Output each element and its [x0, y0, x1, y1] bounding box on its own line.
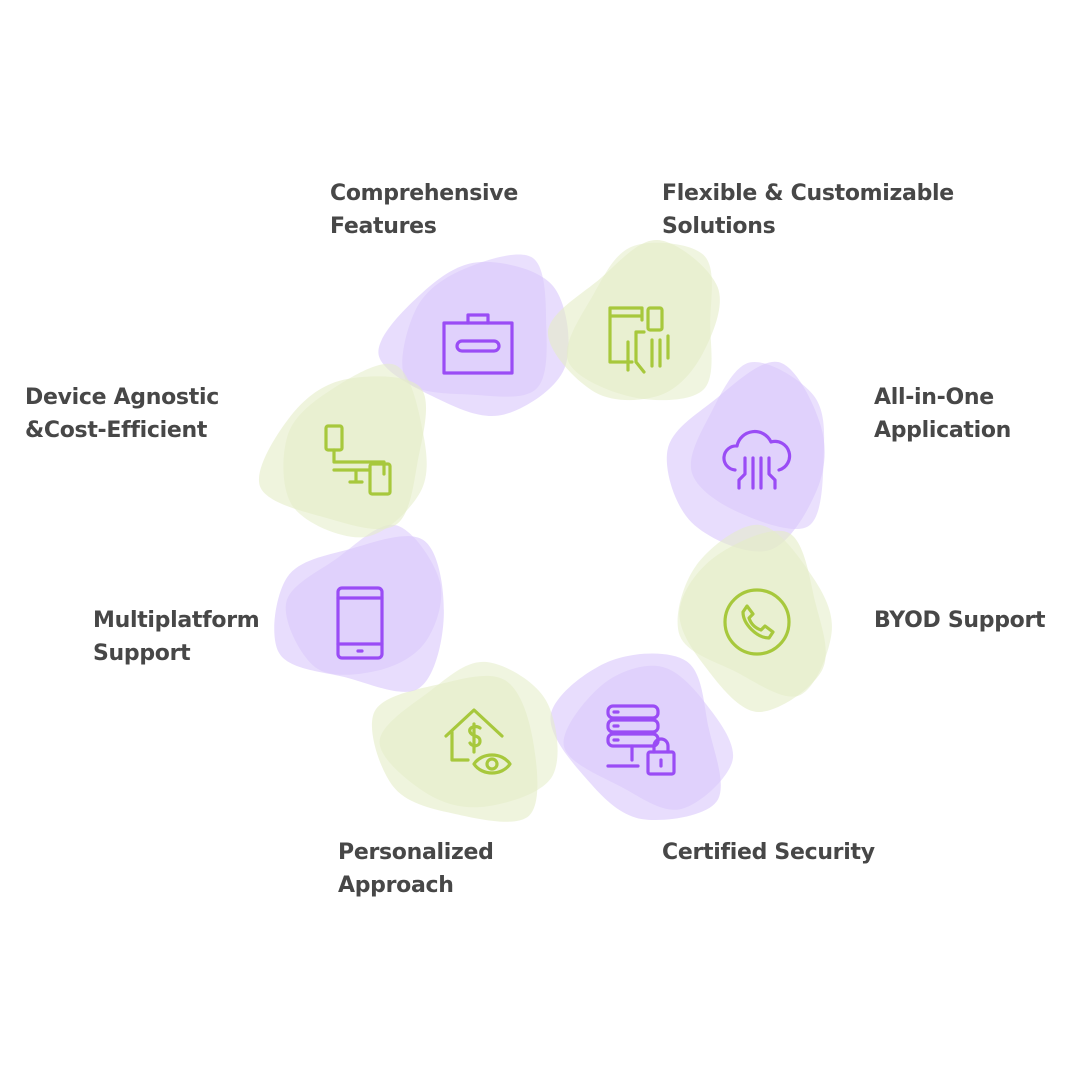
- label-multiplatform-support: Multiplatform Support: [93, 608, 260, 666]
- label-all-in-one: All-in-One Application: [874, 385, 1012, 443]
- label-byod-support: BYOD Support: [874, 608, 1046, 633]
- blob-purple: [690, 362, 825, 530]
- label-flexible-solutions: Flexible & Customizable Solutions: [662, 181, 954, 239]
- blob-green: [379, 661, 558, 808]
- blob-purple: [285, 524, 442, 675]
- cloud-circuit-icon: [717, 420, 797, 500]
- house-dollar-eye-icon: [438, 702, 518, 782]
- multi-device-icon: [320, 420, 400, 500]
- toolbox-wrench-icon: [438, 305, 518, 385]
- label-personalized-approach: Personalized Approach: [338, 840, 494, 898]
- devices-touch-icon: [602, 302, 682, 382]
- phone-call-icon: [717, 582, 797, 662]
- blob-green: [677, 524, 832, 697]
- blob-purple: [563, 665, 734, 810]
- label-comprehensive-features: Comprehensive Features: [330, 181, 518, 239]
- blob-green: [566, 242, 712, 401]
- server-lock-icon: [602, 702, 682, 782]
- tablet-icon: [320, 582, 400, 662]
- label-device-agnostic: Device Agnostic &Cost-Efficient: [25, 385, 219, 443]
- label-certified-security: Certified Security: [662, 840, 875, 865]
